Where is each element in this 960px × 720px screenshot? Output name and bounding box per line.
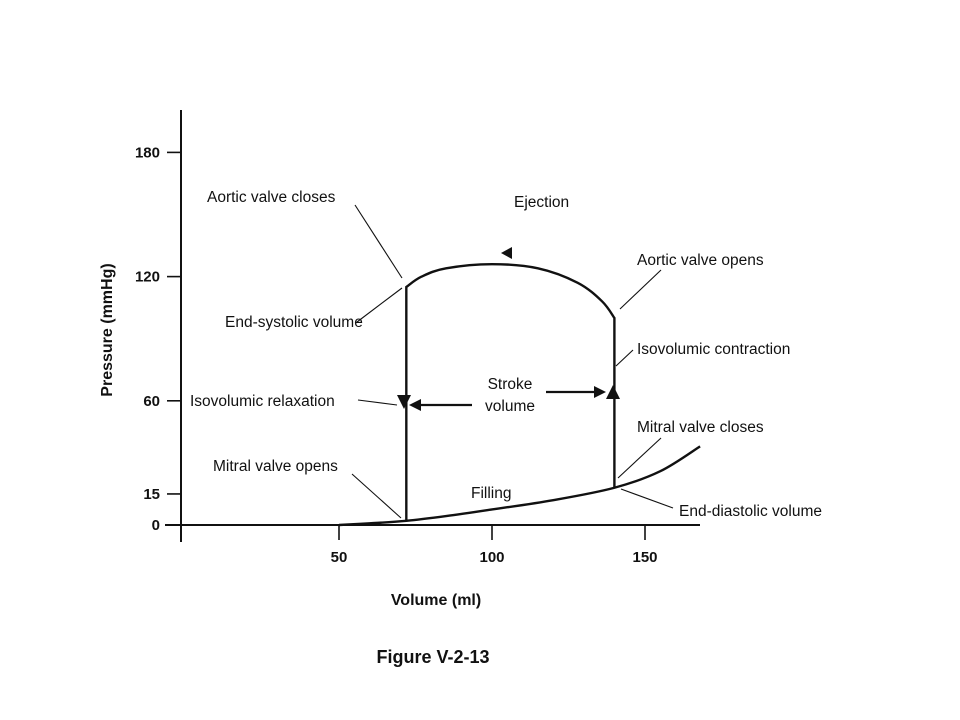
aortic-valve-closes-label: Aortic valve closes xyxy=(207,189,336,206)
aortic-valve-opens-leader xyxy=(619,269,662,310)
end-diastolic-volume-leader xyxy=(620,488,674,509)
isovolumic-relaxation-leader xyxy=(357,399,398,406)
stroke-volume-right-arrowhead xyxy=(594,386,606,398)
isovolumic-contraction-leader xyxy=(615,349,634,367)
stroke-volume-label-line1: Stroke xyxy=(488,376,533,393)
axes xyxy=(165,110,700,542)
relaxation-down-arrowhead xyxy=(397,395,411,409)
mitral-valve-closes-leader xyxy=(617,437,662,479)
mitral-valve-opens-label: Mitral valve opens xyxy=(213,458,338,475)
stroke-volume-left-arrowhead xyxy=(409,399,421,411)
mitral-valve-closes-label: Mitral valve closes xyxy=(637,419,764,436)
stroke-volume-label-line2: volume xyxy=(485,398,535,415)
x-tick-label-100: 100 xyxy=(479,549,504,566)
y-tick-label-120: 120 xyxy=(135,269,160,286)
y-tick-label-0: 0 xyxy=(152,517,160,534)
filling-curve-line xyxy=(338,445,701,527)
filling-label: Filling xyxy=(471,485,511,502)
axis-ticks: 0 15 60 120 180 50 100 150 xyxy=(135,144,658,566)
ejection-label: Ejection xyxy=(514,194,569,211)
isovolumic-relaxation-label: Isovolumic relaxation xyxy=(190,393,335,410)
pv-loop-line xyxy=(405,262,616,521)
isovolumic-contraction-label: Isovolumic contraction xyxy=(637,341,790,358)
figure-caption: Figure V-2-13 xyxy=(376,647,489,667)
x-tick-label-150: 150 xyxy=(632,549,657,566)
mitral-valve-opens-leader xyxy=(351,473,402,519)
end-systolic-volume-leader xyxy=(356,287,403,323)
y-tick-label-60: 60 xyxy=(143,393,160,410)
contraction-up-arrowhead xyxy=(606,385,620,399)
ejection-arrowhead xyxy=(501,247,512,259)
y-tick-label-15: 15 xyxy=(143,486,160,503)
x-tick-label-50: 50 xyxy=(331,549,348,566)
end-systolic-volume-label: End-systolic volume xyxy=(225,314,363,331)
x-axis-title: Volume (ml) xyxy=(391,592,481,609)
y-axis-title: Pressure (mmHg) xyxy=(99,263,116,396)
aortic-valve-closes-leader xyxy=(354,204,403,279)
aortic-valve-opens-label: Aortic valve opens xyxy=(637,252,764,269)
y-tick-label-180: 180 xyxy=(135,144,160,161)
end-diastolic-volume-label: End-diastolic volume xyxy=(679,503,822,520)
